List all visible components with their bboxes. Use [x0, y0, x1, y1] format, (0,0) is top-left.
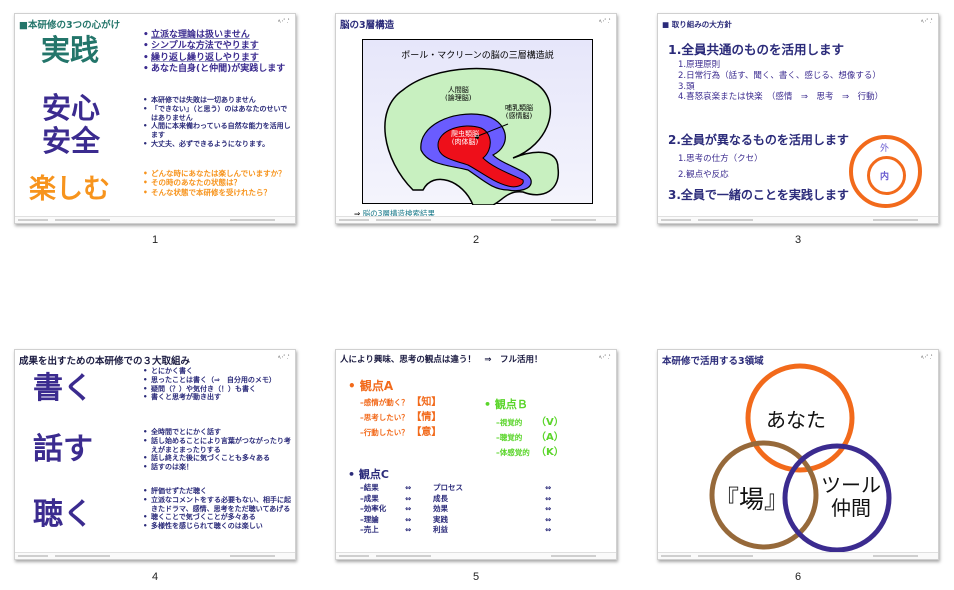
bullet: 聴くことで気づくことが多々ある [143, 513, 295, 522]
logo: ﾍ･ﾟ.ﾟ [278, 355, 291, 361]
slide-footer [658, 552, 938, 559]
slide-thumbnail-6[interactable]: 本研修で活用する3領域 ﾍ･ﾟ.ﾟ あなた 『場』 ツール仲間 [657, 349, 939, 560]
heading-3: 3.全員で一緒のことを実践します [668, 188, 849, 202]
heading-1: 1.全員共通のものを活用します [668, 42, 844, 57]
slide-footer [336, 552, 616, 559]
word-hanasu: 話す [33, 432, 93, 467]
search-link-row: ⇒ 脳の3層構造検索結果 [354, 209, 435, 218]
outer-circle [849, 135, 922, 208]
word-anshin: 安心 [42, 91, 101, 125]
brain-diagram [384, 67, 559, 205]
c-row: –理論⇔実践⇔ [360, 514, 552, 524]
outer-label: 外 [880, 144, 890, 154]
bullet: 立派な理論は扱いません [143, 30, 293, 42]
bullet: 話し始めることにより言葉がつながったり考えがまとまったりする [143, 437, 295, 455]
logo: ﾍ･ﾟ.ﾟ [278, 19, 291, 25]
c-row: –売上⇔利益⇔ [360, 525, 552, 534]
bullet: 思ったことは書く（⇒ 自分用のメモ） [143, 376, 295, 385]
viewpoint-a-list: –感情が動く？ 【知】 –思考したい？ 【情】 –行動したい？ 【意】 [360, 397, 442, 438]
slide-thumbnail-5[interactable]: 人により興味、思考の観点は違う！ ⇒ フル活用！ ﾍ･ﾟ.ﾟ • 観点A –感情… [335, 349, 617, 560]
bullet: シンプルな方法でやります [143, 41, 293, 53]
viewpoint-b-heading: • 観点Ｂ [484, 398, 528, 411]
slide-title: 人により興味、思考の観点は違う！ ⇒ フル活用！ [340, 355, 543, 365]
word-kaku: 書く [33, 371, 93, 406]
bullet: 「できない」（と思う）のはあなたのせいではありません [143, 105, 293, 123]
slide-number: 6 [794, 571, 802, 583]
label-human-brain: 人間脳(論理脳) [445, 86, 472, 103]
bullet: とにかく書く [143, 367, 295, 376]
bullet: 本研修では失敗は一切ありません [143, 96, 293, 105]
word-tanoshimu: 楽しむ [29, 174, 110, 205]
label-reptile-brain: 爬虫類脳(肉体脳) [451, 130, 479, 147]
slide-number: 4 [151, 571, 159, 583]
slide-title: 成果を出すための本研修での３大取組み [19, 356, 191, 367]
bullet: 話し終えた後に気づくことも多々ある [143, 454, 295, 463]
bullet: 繰り返し繰り返しやります [143, 53, 293, 65]
viewpoint-a-heading: • 観点A [348, 379, 394, 393]
circle-ba [709, 440, 819, 550]
bullet: 大丈夫、必ずできるようになります。 [143, 140, 293, 149]
slide-footer [336, 216, 616, 223]
slide-number: 2 [472, 234, 480, 246]
slide-thumbnail-4[interactable]: 成果を出すための本研修での３大取組み ﾍ･ﾟ.ﾟ 書く 話す 聴く とにかく書く… [14, 349, 296, 560]
bullet: あなた自身(と仲間)が実践します [143, 64, 293, 76]
slide-title: 本研修で活用する3領域 [662, 356, 764, 367]
inner-circle [867, 156, 906, 195]
bullet: その時のあなたの状態は？ [143, 178, 291, 188]
bullet: 多様性を感じられて聴くのは楽しい [143, 522, 295, 531]
slide-number: 3 [794, 234, 802, 246]
bullet: 話すのは楽！ [143, 463, 295, 472]
word-kiku: 聴く [33, 497, 93, 532]
label-ba: 『場』 [714, 485, 790, 514]
slide-footer [15, 216, 295, 223]
slide-thumbnail-2[interactable]: 脳の3層構造 ﾍ･ﾟ.ﾟ ポール・マクリーンの脳の三層構造説 人間脳(論理脳) … [335, 13, 617, 224]
circle-anata [745, 363, 855, 473]
bullet: 全時間でとにかく話す [143, 428, 295, 437]
search-link[interactable]: 脳の3層構造検索結果 [362, 209, 435, 218]
logo: ﾍ･ﾟ.ﾟ [599, 19, 612, 25]
label-anata: あなた [766, 408, 826, 432]
inner-label: 内 [880, 172, 890, 182]
bullet: そんな状態で本研修を受けれたら？ [143, 188, 291, 198]
logo: ﾍ･ﾟ.ﾟ [921, 19, 934, 25]
heading-2-list: 1.思考の仕方（クセ）2.観点や反応 [678, 154, 763, 181]
bullet: 評価せずただ聴く [143, 487, 295, 496]
figure-title: ポール・マクリーンの脳の三層構造説 [401, 51, 554, 61]
slide-number: 5 [472, 571, 480, 583]
c-row: –結果⇔プロセス⇔ [360, 483, 552, 492]
c-row: –効率化⇔効果⇔ [360, 504, 552, 513]
viewpoint-c-heading: • 観点C [348, 468, 389, 481]
slide-footer [658, 216, 938, 223]
bullet: どんな時にあなたは楽しんでいますか？ [143, 169, 291, 179]
slide-thumbnail-1[interactable]: ■本研修の3つの心がけ ﾍ･ﾟ.ﾟ 実践 安心 安全 楽しむ 立派な理論は扱いま… [14, 13, 296, 224]
logo: ﾍ･ﾟ.ﾟ [599, 355, 612, 361]
bullet: 疑問（？）や気付き（！）も書く [143, 385, 295, 394]
label-tools: ツール仲間 [821, 473, 881, 520]
brain-figure: ポール・マクリーンの脳の三層構造説 人間脳(論理脳) 哺乳類脳(感情脳) 爬虫類… [362, 39, 593, 205]
slide-number: 1 [151, 234, 159, 246]
viewpoint-c-list: –結果⇔プロセス⇔ –成果⇔成長⇔ –効率化⇔効果⇔ –理論⇔実践⇔ –売上⇔利… [360, 483, 551, 536]
slide-title: ■本研修の3つの心がけ [19, 20, 121, 31]
slide-footer [15, 552, 295, 559]
word-anzen: 安全 [42, 124, 101, 158]
slide-title: 脳の3層構造 [340, 20, 395, 31]
logo: ﾍ･ﾟ.ﾟ [921, 355, 934, 361]
circle-tools [782, 443, 892, 553]
bullet: 書くと思考が動き出す [143, 393, 295, 402]
label-mammal-brain: 哺乳類脳(感情脳) [505, 104, 533, 121]
bullet: 人間に本来備わっている自然な能力を活用します [143, 122, 293, 140]
viewpoint-b-list: –視覚的（V） –聴覚的（A） –体感覚的（K） [496, 417, 564, 458]
word-jissen: 実践 [41, 33, 100, 67]
c-row: –成果⇔成長⇔ [360, 493, 552, 503]
venn-diagram [709, 363, 892, 553]
bullet: 立派なコメントをする必要もない、相手に起きたドラマ、感情、思考をただ聴いてあげる [143, 496, 295, 514]
heading-2: 2.全員が異なるものを活用します [668, 133, 849, 147]
slide-title: ■ 取り組みの大方針 [662, 20, 732, 29]
